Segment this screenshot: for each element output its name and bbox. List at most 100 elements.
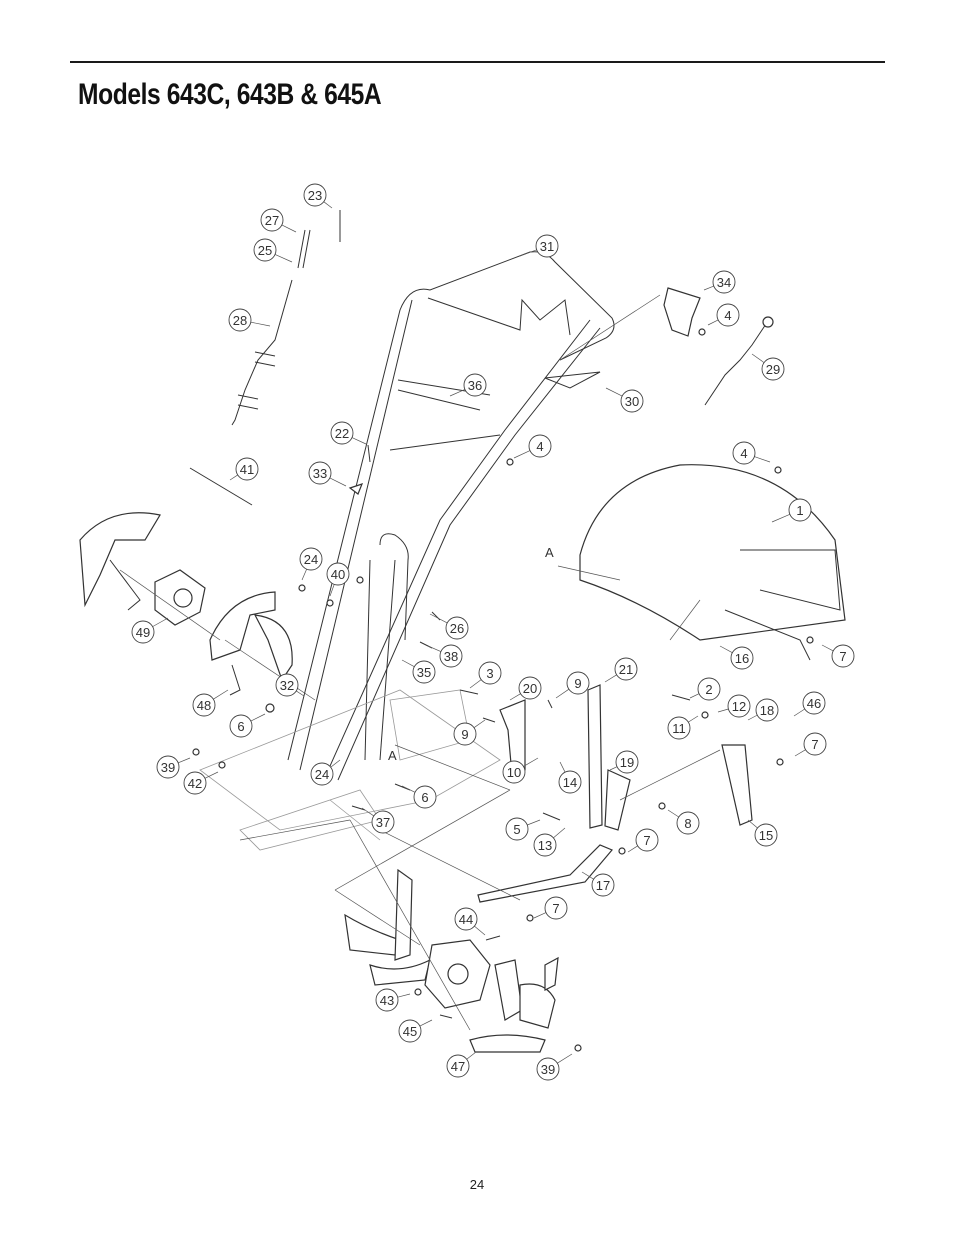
svg-text:47: 47 [451,1059,465,1074]
callout-22: 22 [330,421,367,445]
callout-28: 28 [228,308,271,332]
svg-text:4: 4 [740,446,747,461]
svg-text:3: 3 [486,666,493,681]
callout-33: 33 [308,461,347,487]
callout-20: 20 [509,676,542,701]
bottom-tine-assembly [344,868,559,1053]
left-tine-assembly [79,512,293,696]
svg-text:39: 39 [161,760,175,775]
callout-9: 9 [453,719,486,746]
callout-13: 13 [533,827,566,857]
svg-text:20: 20 [523,681,537,696]
callout-38: 38 [427,644,463,668]
svg-text:9: 9 [461,727,468,742]
svg-text:9: 9 [574,676,581,691]
svg-text:36: 36 [468,378,482,393]
svg-text:27: 27 [265,213,279,228]
svg-text:22: 22 [335,426,349,441]
svg-text:41: 41 [240,462,254,477]
callout-48: 48 [192,689,229,717]
callout-26: 26 [429,613,469,640]
svg-text:42: 42 [188,776,202,791]
callout-11: 11 [667,715,699,740]
callout-35: 35 [401,659,436,684]
svg-text:23: 23 [308,188,322,203]
callout-4: 4 [513,434,552,459]
svg-text:16: 16 [735,651,749,666]
callout-7: 7 [627,828,659,853]
tine-shield [579,464,846,661]
svg-text:26: 26 [450,621,464,636]
callout-30: 30 [605,387,644,413]
callout-47: 47 [446,1051,477,1078]
callout-27: 27 [260,208,297,233]
depth-bar [721,744,753,826]
handle-assembly [287,251,615,781]
callout-24: 24 [299,547,323,581]
svg-text:19: 19 [620,755,634,770]
callout-45: 45 [398,1019,433,1043]
callout-12: 12 [717,694,751,718]
svg-text:39: 39 [541,1062,555,1077]
svg-text:1: 1 [796,503,803,518]
svg-text:12: 12 [732,699,746,714]
svg-text:43: 43 [380,993,394,1008]
header-rule [70,61,885,63]
svg-text:2: 2 [705,682,712,697]
wheel-bracket [587,684,603,829]
callout-16: 16 [719,645,754,670]
callout-49: 49 [131,617,169,644]
callout-46: 46 [793,691,826,717]
svg-text:37: 37 [376,815,390,830]
svg-text:38: 38 [444,649,458,664]
callout-14: 14 [558,761,582,794]
svg-text:30: 30 [625,394,639,409]
callout-18: 18 [747,698,779,722]
callout-36: 36 [449,373,487,397]
svg-text:44: 44 [459,912,473,927]
svg-text:24: 24 [315,767,329,782]
svg-text:32: 32 [280,678,294,693]
callout-25: 25 [253,238,293,263]
assembly-leaders [119,294,721,1031]
svg-text:7: 7 [552,901,559,916]
bracket-part [663,287,701,337]
svg-text:4: 4 [724,308,731,323]
svg-text:13: 13 [538,838,552,853]
callout-6: 6 [229,713,266,738]
page-title: Models 643C, 643B & 645A [78,78,382,111]
callout-6: 6 [401,785,437,809]
svg-text:31: 31 [540,239,554,254]
callout-1: 1 [771,498,812,523]
svg-text:14: 14 [563,775,577,790]
callout-39: 39 [536,1053,573,1081]
rod-part [189,467,253,506]
svg-text:46: 46 [807,696,821,711]
reference-label-a-2: A [388,748,397,763]
svg-text:24: 24 [304,552,318,567]
callout-24: 24 [310,759,341,786]
svg-text:8: 8 [684,816,691,831]
svg-text:18: 18 [760,703,774,718]
callout-31: 31 [519,234,559,258]
svg-text:11: 11 [672,721,686,736]
svg-text:4: 4 [536,439,543,454]
svg-text:6: 6 [237,719,244,734]
callout-8: 8 [667,809,700,835]
callout-41: 41 [229,457,259,481]
callout-9: 9 [555,671,590,699]
callout-5: 5 [505,817,541,841]
drag-bar [477,844,613,903]
callout-37: 37 [361,807,395,834]
svg-text:7: 7 [643,833,650,848]
svg-text:10: 10 [507,765,521,780]
callout-40: 40 [326,562,350,597]
callout-3: 3 [469,661,502,689]
callout-4: 4 [732,441,771,465]
transmission [199,689,501,851]
svg-text:25: 25 [258,243,272,258]
hardware-parts [192,328,814,1052]
svg-text:6: 6 [421,790,428,805]
